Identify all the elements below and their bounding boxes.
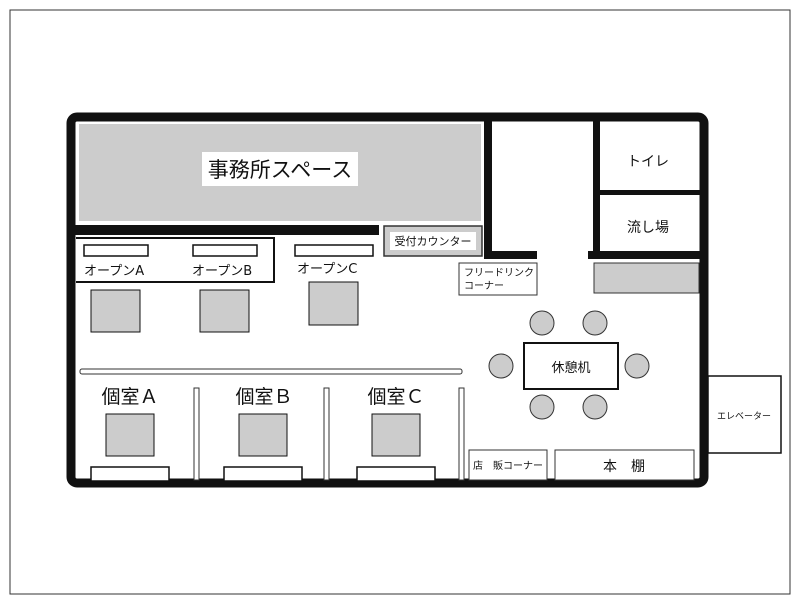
stool-bottom-left: [529, 394, 555, 420]
outer-wall: [66, 112, 709, 488]
private-a-chair: [105, 413, 155, 457]
bookshelf: [554, 449, 695, 481]
free-drink-label-1: フリードリンク: [464, 267, 534, 279]
private-a-desk: [90, 466, 170, 482]
open-b-desk: [192, 244, 258, 257]
stool-left: [488, 353, 514, 379]
stool-bottom-right: [582, 394, 608, 420]
wall-vertical-mid: [484, 120, 492, 258]
private-b-label: 個室Ｂ: [235, 386, 292, 408]
stool-top-right: [582, 310, 608, 336]
rest-table-label: 休憩机: [551, 360, 590, 376]
open-c-desk: [294, 244, 374, 257]
open-b-chair: [199, 289, 250, 333]
open-c-label: オープンC: [297, 262, 357, 277]
elevator: [707, 375, 782, 454]
private-c-chair: [371, 413, 421, 457]
private-c-desk: [356, 466, 436, 482]
open-c-chair: [308, 281, 359, 326]
wall-horizontal-right: [588, 251, 704, 259]
open-seating-outline: [76, 237, 275, 283]
wall-toilet-divider: [598, 190, 702, 195]
office-wall-bottom: [71, 225, 379, 235]
partition-2: [323, 387, 330, 481]
partition-1: [193, 387, 200, 481]
office-label-box: [202, 152, 358, 186]
free-drink-corner: [458, 262, 538, 296]
partition-rail: [79, 368, 463, 375]
elevator-label: エレベーター: [717, 411, 771, 422]
free-drink-label-2: コーナー: [464, 280, 504, 292]
office-space-label: 事務所スペース: [208, 158, 352, 182]
private-c-label: 個室Ｃ: [367, 386, 424, 408]
private-a-label: 個室Ａ: [101, 386, 158, 408]
shop-corner: [468, 449, 548, 481]
side-counter: [593, 262, 700, 294]
bookshelf-label: 本 棚: [603, 459, 645, 475]
reception-label-box: [390, 232, 476, 250]
partition-3: [458, 387, 465, 481]
private-b-chair: [238, 413, 288, 457]
rest-table: [523, 342, 619, 390]
open-b-label: オープンB: [192, 264, 252, 279]
wall-vertical-toilet: [593, 120, 600, 259]
open-a-label: オープンA: [84, 264, 144, 279]
shop-corner-label: 店 販コーナー: [473, 459, 543, 472]
wall-horizontal-mid: [484, 251, 537, 259]
private-b-desk: [223, 466, 303, 482]
toilet-label: トイレ: [627, 154, 669, 170]
sink-area-label: 流し場: [627, 220, 669, 236]
open-a-desk: [83, 244, 149, 257]
stool-right: [624, 353, 650, 379]
open-a-chair: [90, 289, 141, 333]
page-frame: [9, 9, 791, 595]
reception-counter-label: 受付カウンター: [395, 235, 472, 248]
stool-top-left: [529, 310, 555, 336]
